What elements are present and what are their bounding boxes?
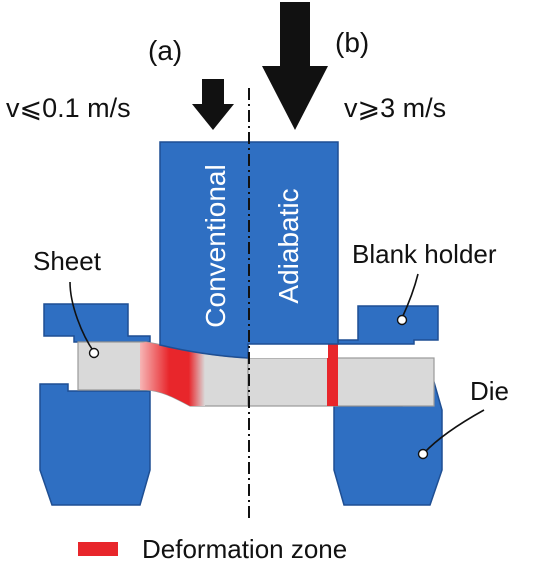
panel-a-tag: (a): [148, 35, 182, 66]
fast-arrow-icon: [262, 2, 328, 130]
blank-holder-leader-line: [401, 273, 419, 319]
punch-gap: [248, 344, 328, 358]
die-left: [39, 383, 151, 506]
legend-swatch: [78, 542, 118, 556]
legend-label: Deformation zone: [142, 534, 347, 564]
sheet-leader-line: [69, 281, 95, 353]
sheet-right: [247, 357, 435, 407]
blank-holder-label: Blank holder: [352, 239, 497, 269]
die-label: Die: [470, 376, 509, 406]
sheet-marker-icon: [88, 347, 100, 359]
panel-b-tag: (b): [335, 27, 369, 58]
conventional-speed: v⩽0.1 m/s: [6, 93, 131, 123]
die-leader-line: [423, 409, 485, 454]
adiabatic-label: Adiabatic: [273, 188, 304, 303]
slow-arrow-icon: [192, 79, 234, 130]
blank-holder-marker-icon: [396, 314, 408, 326]
deformation-zone-right: [327, 344, 338, 406]
deformation-zone-left: [140, 342, 205, 406]
blank-holder-right: [337, 305, 439, 345]
die-marker-icon: [417, 448, 429, 460]
sheet-label: Sheet: [33, 246, 102, 276]
conventional-label: Conventional: [200, 164, 231, 327]
adiabatic-speed: v⩾3 m/s: [344, 93, 446, 123]
blank-holder-left: [43, 303, 151, 343]
